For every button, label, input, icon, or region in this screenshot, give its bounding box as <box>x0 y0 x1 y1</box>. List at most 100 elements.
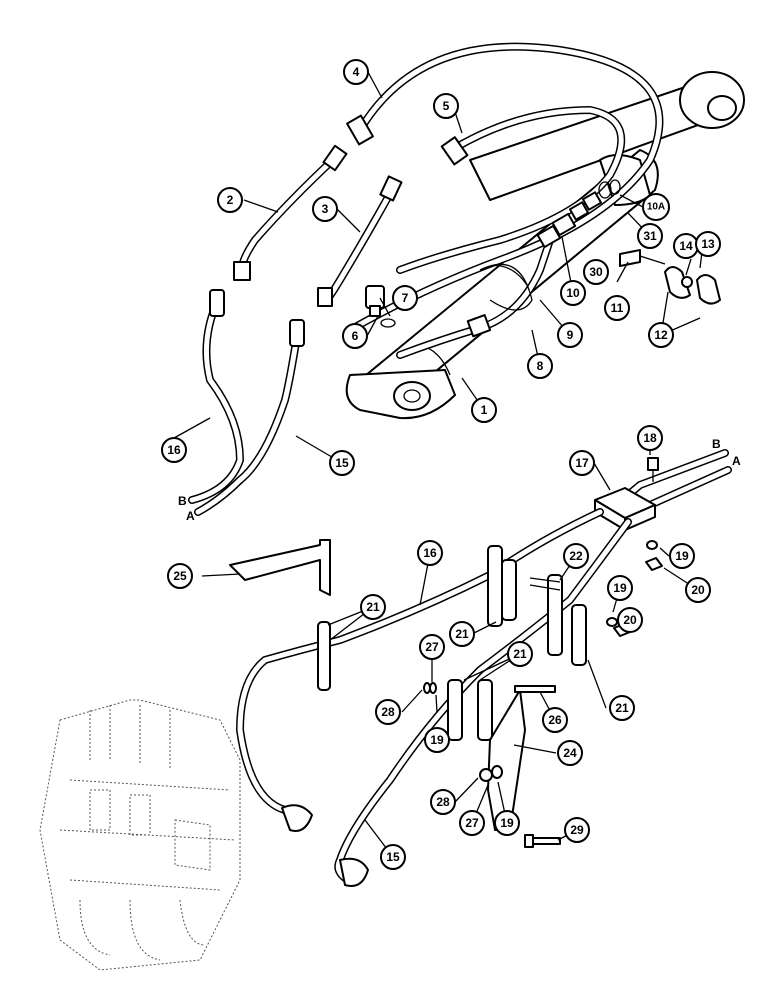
fitting-stack <box>551 179 621 237</box>
callout-29: 29 <box>564 817 590 843</box>
callout-18: 18 <box>637 425 663 451</box>
svg-text:13: 13 <box>701 237 715 251</box>
callout-20-b: 20 <box>617 607 643 633</box>
mounting-bracket <box>487 689 526 831</box>
callout-12: 12 <box>648 322 674 348</box>
svg-text:24: 24 <box>563 746 577 760</box>
svg-text:25: 25 <box>173 569 187 583</box>
svg-text:8: 8 <box>537 359 544 373</box>
callout-17: 17 <box>569 450 595 476</box>
tube-8 <box>396 224 562 359</box>
callout-28-a: 28 <box>375 699 401 725</box>
stud-22 <box>529 577 561 591</box>
hose-3 <box>317 175 403 307</box>
svg-text:26: 26 <box>548 713 562 727</box>
svg-text:21: 21 <box>615 701 629 715</box>
svg-text:5: 5 <box>443 99 450 113</box>
callout-19-a: 19 <box>669 543 695 569</box>
svg-text:16: 16 <box>167 443 181 457</box>
svg-text:19: 19 <box>613 581 627 595</box>
upper-line-a: A <box>186 509 195 523</box>
callout-20-a: 20 <box>685 577 711 603</box>
svg-text:7: 7 <box>402 291 409 305</box>
callout-10a: 10A <box>642 193 670 221</box>
svg-text:19: 19 <box>500 816 514 830</box>
clamp-hardware <box>619 249 721 305</box>
callout-3: 3 <box>312 196 338 222</box>
bracket-25 <box>229 539 331 596</box>
svg-text:22: 22 <box>569 549 583 563</box>
svg-text:21: 21 <box>455 627 469 641</box>
svg-text:1: 1 <box>481 403 488 417</box>
svg-text:30: 30 <box>589 265 603 279</box>
clamp-band <box>479 263 533 311</box>
callout-31: 31 <box>637 223 663 249</box>
callout-13: 13 <box>695 231 721 257</box>
callout-27-b: 27 <box>459 810 485 836</box>
callout-21-c: 21 <box>507 641 533 667</box>
svg-text:14: 14 <box>679 239 693 253</box>
callout-14: 14 <box>673 233 699 259</box>
callout-21-b: 21 <box>449 621 475 647</box>
callout-1: 1 <box>471 397 497 423</box>
hose-16-upper <box>188 289 244 504</box>
hose-5 <box>396 106 626 274</box>
callout-21-a: 21 <box>360 594 386 620</box>
svg-text:27: 27 <box>425 640 439 654</box>
small-hardware <box>423 540 663 848</box>
callout-16-lower: 16 <box>417 540 443 566</box>
callout-21-d: 21 <box>609 695 635 721</box>
svg-text:18: 18 <box>643 431 657 445</box>
svg-text:4: 4 <box>353 65 360 79</box>
svg-text:17: 17 <box>575 456 589 470</box>
svg-text:21: 21 <box>513 647 527 661</box>
svg-text:21: 21 <box>366 600 380 614</box>
callout-19-d: 19 <box>494 810 520 836</box>
callout-2: 2 <box>217 187 243 213</box>
svg-text:12: 12 <box>654 328 668 342</box>
callouts: 4 5 2 3 10A 14 13 31 30 10 11 12 7 6 9 8… <box>161 59 721 870</box>
svg-text:29: 29 <box>570 823 584 837</box>
callout-7: 7 <box>392 285 418 311</box>
lower-line-a: A <box>732 454 741 468</box>
callout-10: 10 <box>560 280 586 306</box>
callout-30: 30 <box>583 259 609 285</box>
pipe-clamps <box>317 545 587 741</box>
svg-text:6: 6 <box>352 329 359 343</box>
svg-text:10: 10 <box>566 286 580 300</box>
control-valve-sketch <box>39 699 241 971</box>
svg-text:20: 20 <box>623 613 637 627</box>
callout-19-c: 19 <box>424 727 450 753</box>
callout-19-b: 19 <box>607 575 633 601</box>
callout-24: 24 <box>557 740 583 766</box>
callout-6: 6 <box>342 323 368 349</box>
svg-text:15: 15 <box>386 850 400 864</box>
svg-text:9: 9 <box>567 328 574 342</box>
svg-text:3: 3 <box>322 202 329 216</box>
callout-25: 25 <box>167 563 193 589</box>
svg-text:16: 16 <box>423 546 437 560</box>
callout-4: 4 <box>343 59 369 85</box>
callout-15-lower: 15 <box>380 844 406 870</box>
callout-22: 22 <box>563 543 589 569</box>
svg-text:27: 27 <box>465 816 479 830</box>
hose-4 <box>346 42 664 334</box>
callout-27-a: 27 <box>419 634 445 660</box>
svg-text:19: 19 <box>675 549 689 563</box>
hose-15-lower <box>334 518 632 887</box>
svg-text:19: 19 <box>430 733 444 747</box>
svg-text:2: 2 <box>227 193 234 207</box>
lower-line-b: B <box>712 437 721 451</box>
callout-8: 8 <box>527 353 553 379</box>
clamp-block <box>594 457 659 531</box>
hose-2 <box>233 144 348 281</box>
callout-9: 9 <box>557 322 583 348</box>
callout-5: 5 <box>433 93 459 119</box>
svg-text:10A: 10A <box>647 202 665 213</box>
elbow-fitting <box>365 285 396 328</box>
callout-16-upper: 16 <box>161 437 187 463</box>
svg-text:28: 28 <box>381 705 395 719</box>
callout-26: 26 <box>542 707 568 733</box>
